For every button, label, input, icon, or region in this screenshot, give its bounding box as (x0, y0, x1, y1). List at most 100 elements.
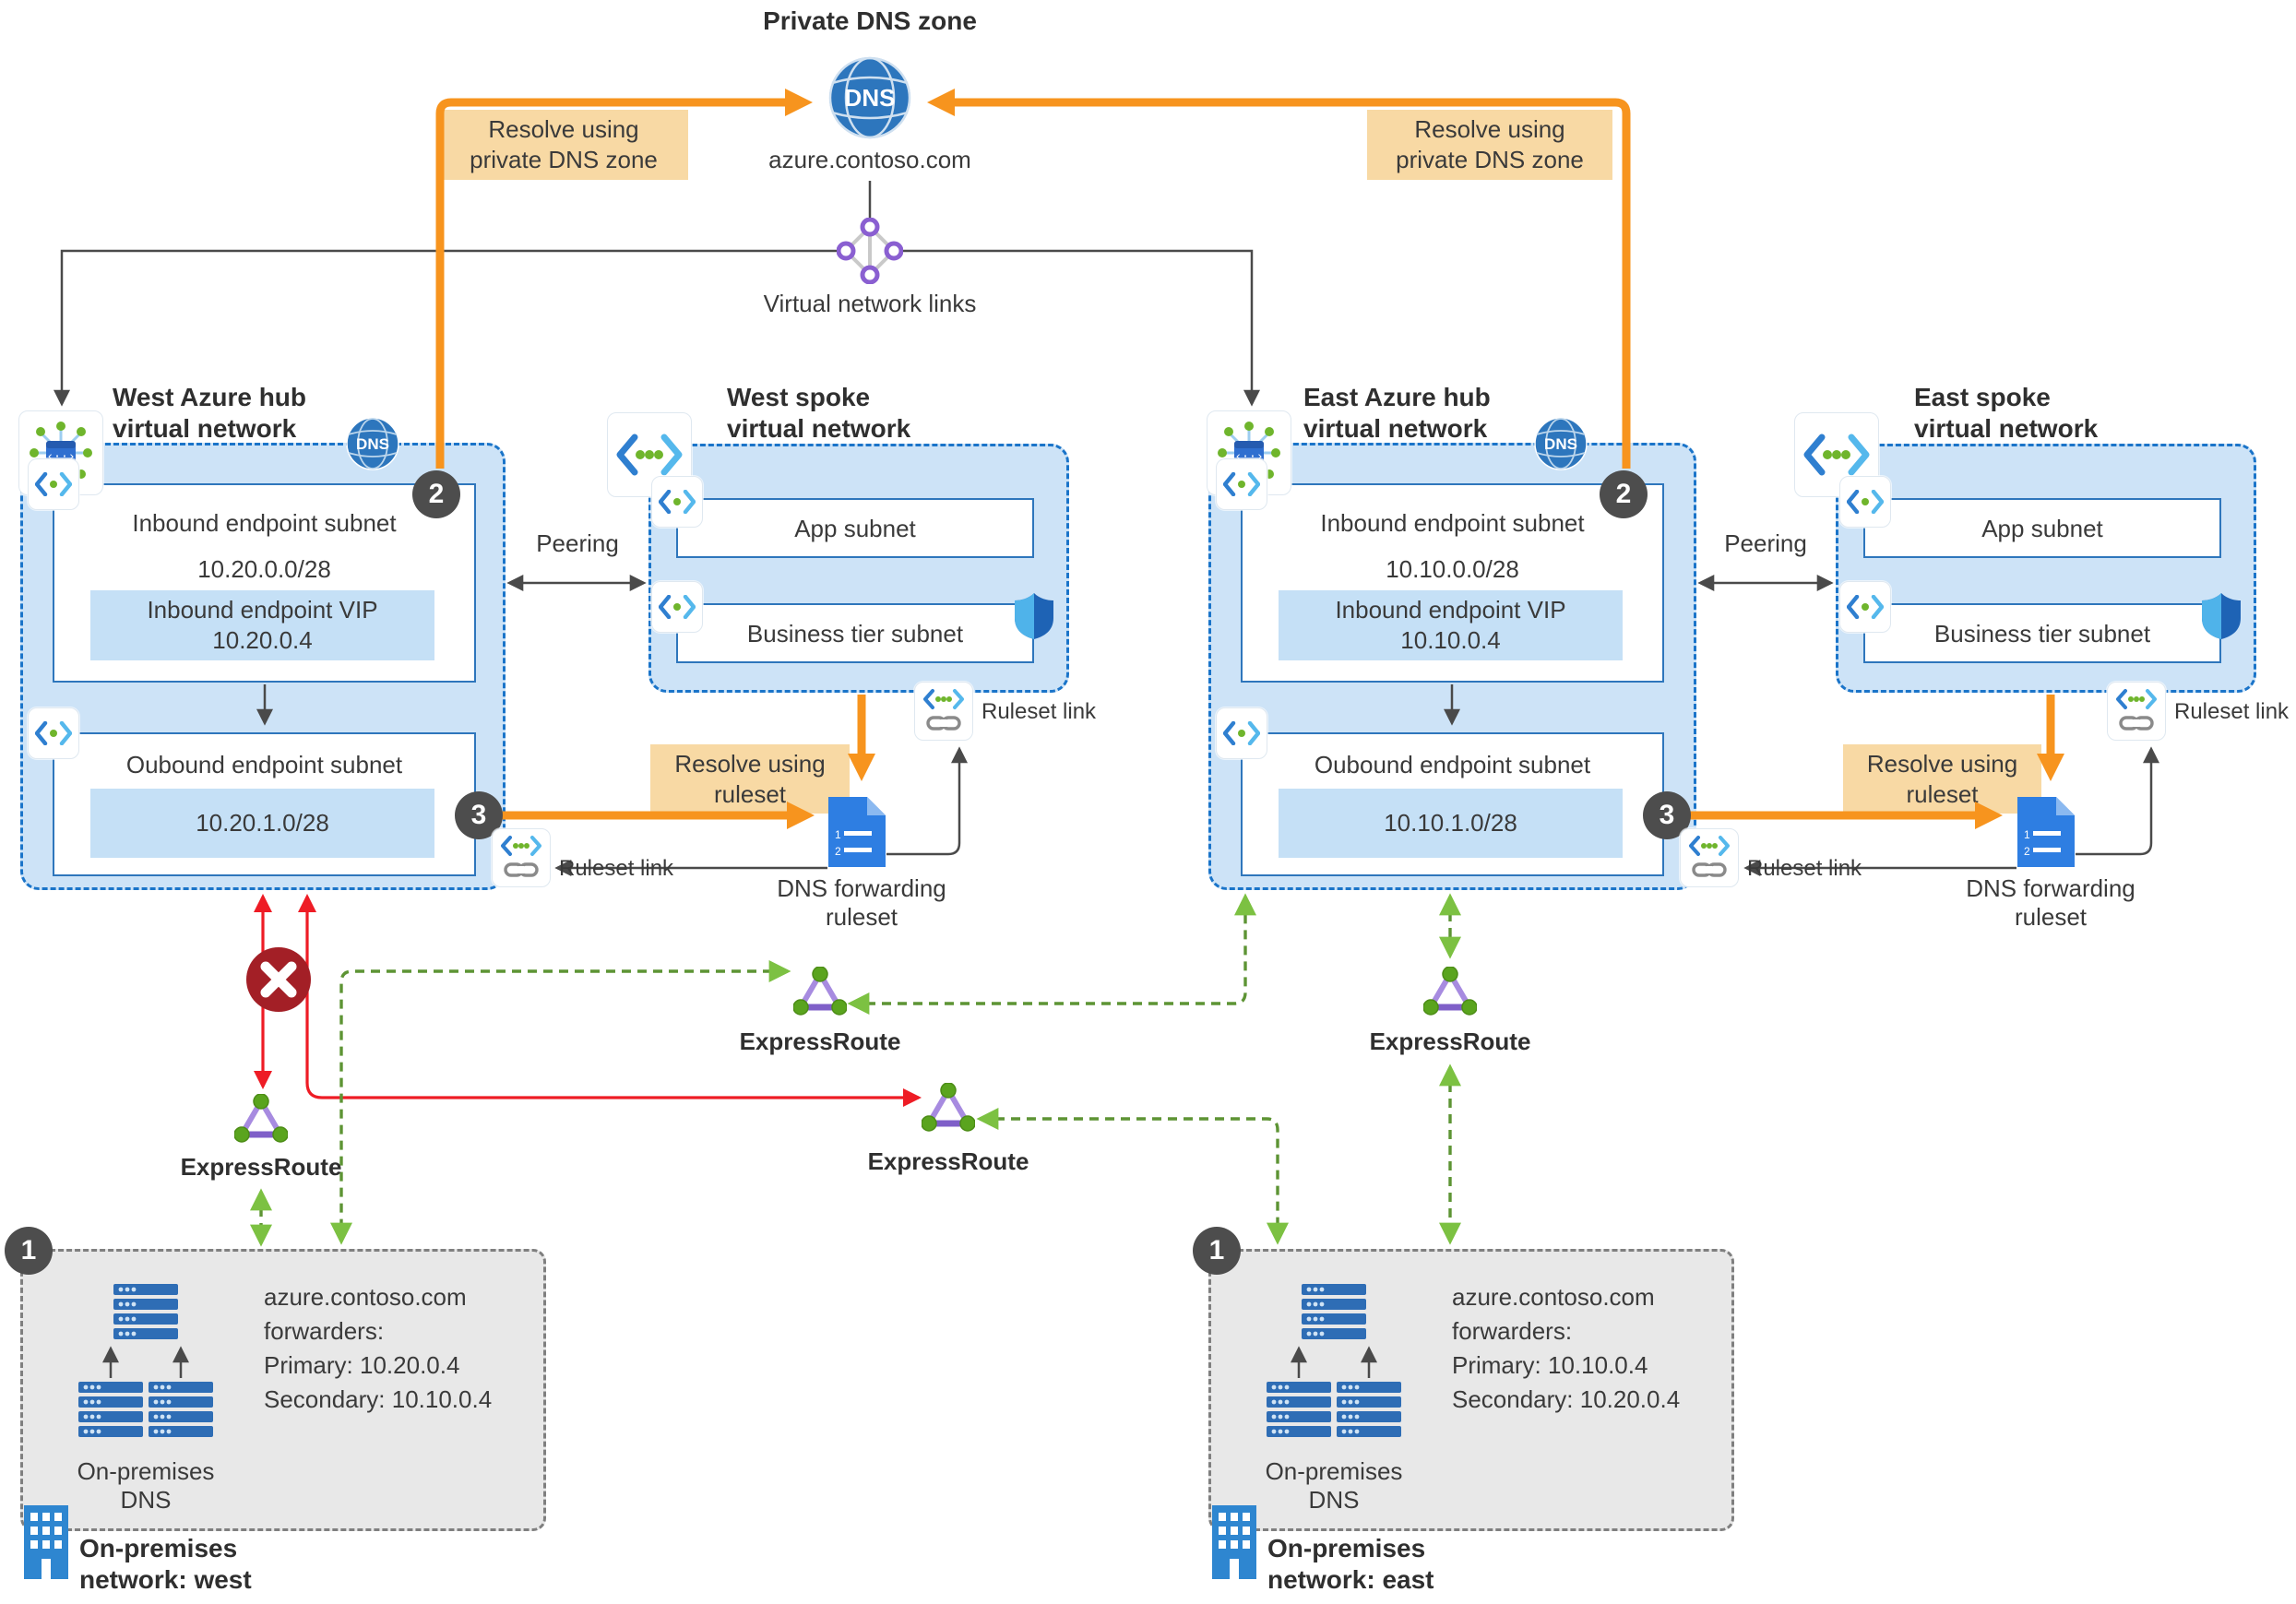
east-app-subnet-box: App subnet (1863, 498, 2221, 558)
onprem-west-server-icon-2 (149, 1382, 213, 1439)
west-spoke-ruleset-link-icon (914, 682, 973, 741)
east-hub-dns-badge: DNS (1534, 417, 1588, 470)
west-hub-ruleset-link-icon (492, 828, 551, 887)
west-business-subnet-label: Business tier subnet (746, 620, 964, 648)
west-dns-badge-label: DNS (356, 435, 389, 453)
east-app-subnet-label: App subnet (1981, 515, 2103, 542)
west-spoke-ruleset-link-label: Ruleset link (981, 699, 1097, 724)
east-step3-badge: 3 (1643, 791, 1691, 839)
center-bottom-expressroute-icon (922, 1083, 975, 1133)
doc-line1-num: 1 (835, 828, 841, 841)
center-expressroute2-to-onprem-east-arrow (976, 1108, 1289, 1245)
error-x-icon (245, 946, 312, 1013)
east-outbound-cidr-box: 10.10.1.0/28 (1279, 789, 1623, 858)
west-outbound-cidr: 10.20.1.0/28 (196, 809, 329, 837)
expressroute-icon (234, 1094, 288, 1143)
east-dns-badge-label: DNS (1544, 435, 1577, 453)
west-shield-icon (1015, 593, 1053, 639)
west-business-subnet-box: Business tier subnet (676, 603, 1034, 663)
green-connectors (250, 893, 1461, 1247)
west-peering-label: Peering (536, 529, 619, 557)
onprem-west-forwarders: azure.contoso.com forwarders: Primary: 1… (264, 1283, 493, 1413)
onprem-west-network-label: On-premises network: west (79, 1534, 252, 1594)
west-inbound-subnet-icon (28, 458, 79, 510)
east-hub-title: East Azure hub virtual network (1303, 383, 1491, 443)
west-outbound-cidr-box: 10.20.1.0/28 (90, 789, 434, 858)
east-inbound-vip-box: Inbound endpoint VIP 10.10.0.4 (1279, 590, 1623, 660)
west-spoke-title: West spoke virtual network (727, 383, 911, 443)
west-app-subnet-label: App subnet (794, 515, 916, 542)
east-spoke-title: East spoke virtual network (1914, 383, 2099, 443)
west-inbound-vip-box: Inbound endpoint VIP 10.20.0.4 (90, 590, 434, 660)
resolve-ruleset-west-callout: Resolve using ruleset (650, 744, 850, 814)
doc-line2-num-e: 2 (2024, 845, 2030, 858)
west-dns-forwarding-ruleset-label: DNS forwarding ruleset (777, 874, 946, 931)
onprem-west-dns-label: On-premises DNS (77, 1457, 215, 1514)
west-expressroute-icon (234, 1094, 288, 1144)
east-step2-badge: 2 (1600, 470, 1648, 518)
west-inbound-title: Inbound endpoint subnet (132, 509, 397, 537)
west-vip-ip: 10.20.0.4 (212, 626, 313, 654)
east-hub-ruleset-link-label: Ruleset link (1747, 856, 1862, 881)
doc-line1-num-e: 1 (2024, 828, 2030, 841)
onprem-east-step1-badge: 1 (1193, 1227, 1241, 1275)
onprem-west-server-icon-1 (78, 1382, 143, 1439)
dns-forwarding-ruleset-icon: 1 2 (828, 797, 886, 867)
east-business-subnet-icon (1839, 581, 1891, 633)
dns-globe-label: DNS (845, 84, 896, 112)
subnet-icon (35, 472, 72, 496)
east-business-subnet-label: Business tier subnet (1933, 620, 2151, 648)
onprem-east-dns-label: On-premises DNS (1265, 1457, 1403, 1514)
onprem-east-server-icon-2 (1337, 1382, 1401, 1439)
east-dns-forwarding-ruleset-icon: 1 2 (2017, 797, 2075, 867)
zone-name-label: azure.contoso.com (768, 146, 971, 173)
east-outbound-subnet-icon (1216, 707, 1267, 759)
west-outbound-subnet-icon (28, 707, 79, 759)
west-step2-badge: 2 (412, 470, 460, 518)
west-hub-ruleset-link-label: Ruleset link (559, 856, 674, 881)
center-top-expressroute-label: ExpressRoute (739, 1028, 901, 1055)
onprem-east-building-icon (1212, 1505, 1256, 1579)
onprem-west-building-icon (24, 1505, 68, 1579)
east-business-subnet-box: Business tier subnet (1863, 603, 2221, 663)
east-shield-icon (2202, 593, 2241, 639)
shield-icon (1015, 593, 1053, 639)
onprem-west-top-server-icon (113, 1284, 178, 1341)
center-top-expressroute-icon (793, 967, 847, 1016)
east-vip-title: Inbound endpoint VIP (1335, 596, 1566, 624)
east-doc-to-spoke-ruleset-link-arrow (2076, 746, 2159, 856)
west-dns-forwarding-ruleset-icon: 1 2 (828, 797, 886, 867)
east-inbound-subnet-icon (1216, 458, 1267, 510)
server-stack-icon (113, 1284, 178, 1339)
east-inbound-cidr: 10.10.0.0/28 (1386, 555, 1519, 583)
east-expressroute-icon (1423, 967, 1477, 1016)
west-hub-dns-badge: DNS (346, 417, 399, 470)
onprem-east-top-server-icon (1302, 1284, 1366, 1341)
dns-globe-icon: DNS (827, 55, 912, 140)
virtual-network-links-label: Virtual network links (763, 290, 977, 317)
west-expressroute-label: ExpressRoute (180, 1153, 342, 1181)
onprem-west-to-center-expressroute-arrow (330, 960, 791, 1245)
west-outbound-title: Oubound endpoint subnet (125, 751, 403, 778)
east-outbound-cidr: 10.10.1.0/28 (1384, 809, 1517, 837)
west-app-subnet-box: App subnet (676, 498, 1034, 558)
private-dns-zone-title: Private DNS zone (763, 6, 977, 35)
vnet-spoke-icon (616, 434, 683, 476)
resolve-private-dns-west-callout: Resolve using private DNS zone (439, 110, 688, 180)
resolve-ruleset-east-callout: Resolve using ruleset (1843, 744, 2041, 814)
east-app-subnet-icon (1839, 476, 1891, 528)
links-to-east-hub-arrow (898, 249, 1260, 407)
east-dns-forwarding-ruleset-label: DNS forwarding ruleset (1966, 874, 2135, 931)
virtual-network-links-icon (837, 218, 903, 284)
ruleset-link-icon (501, 836, 541, 877)
west-doc-to-spoke-ruleset-link-arrow (886, 746, 968, 856)
west-hub-title: West Azure hub virtual network (113, 383, 307, 443)
east-inbound-title: Inbound endpoint subnet (1320, 509, 1585, 537)
onprem-east-network-label: On-premises network: east (1267, 1534, 1434, 1594)
onprem-west-step1-badge: 1 (5, 1227, 53, 1275)
onprem-east-server-icon-1 (1267, 1382, 1331, 1439)
east-peering-label: Peering (1724, 529, 1807, 557)
west-business-subnet-icon (651, 581, 703, 633)
west-app-subnet-icon (651, 476, 703, 528)
east-hub-ruleset-link-icon (1680, 828, 1739, 887)
